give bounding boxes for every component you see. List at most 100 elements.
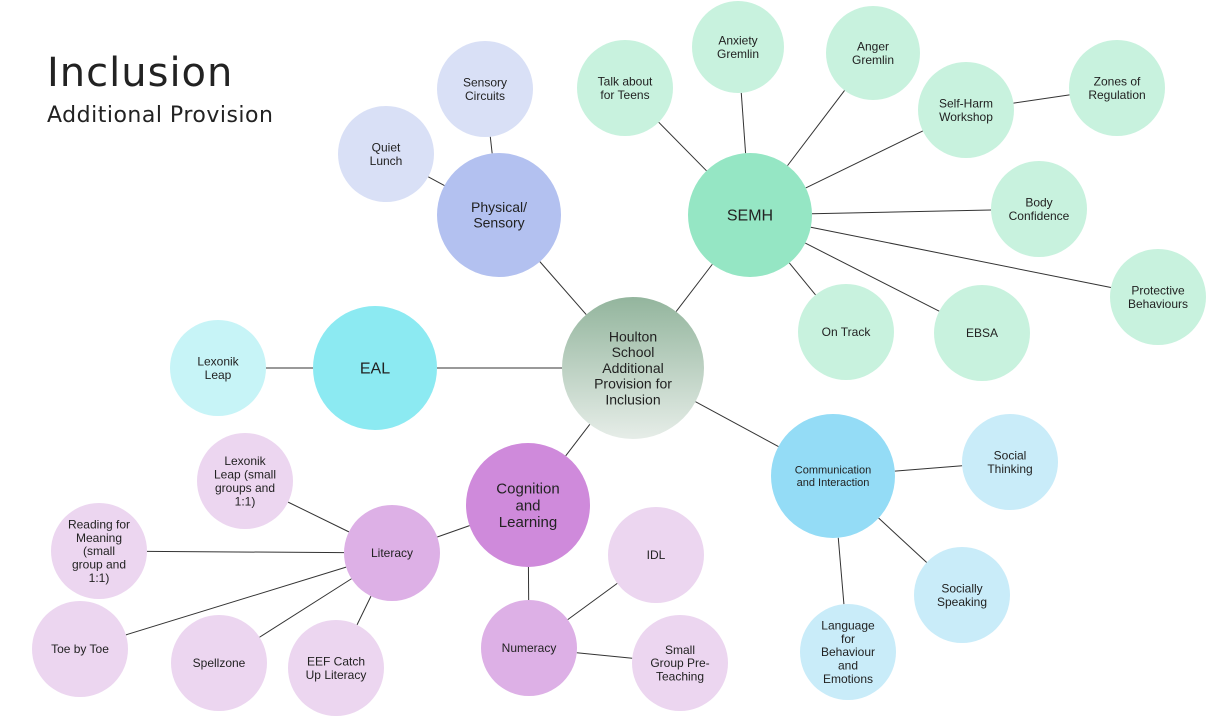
connector-numeracy-idl xyxy=(567,582,618,621)
node-body-confidence-circle xyxy=(991,161,1087,257)
connector-semh-anxiety-gremlin xyxy=(740,92,747,154)
node-social-thinking-label: Thinking xyxy=(987,462,1032,476)
node-communication-label: Communication xyxy=(795,465,871,477)
node-literacy-circle xyxy=(344,505,440,601)
node-body-confidence-label: Body xyxy=(1025,195,1052,209)
node-socially-speaking-label: Speaking xyxy=(937,595,987,609)
node-semh-label: SEMH xyxy=(727,208,773,225)
node-on-track-label: On Track xyxy=(822,325,872,339)
node-quiet-lunch-circle xyxy=(338,106,434,202)
node-literacy: Literacy xyxy=(344,505,440,601)
connector-center-communication xyxy=(695,401,779,447)
node-physical-label: Sensory xyxy=(473,215,524,231)
node-cognition-circle xyxy=(466,443,590,567)
node-zones-circle xyxy=(1069,40,1165,136)
connector-semh-on-track xyxy=(788,262,816,296)
node-physical: Physical/Sensory xyxy=(437,153,561,277)
node-eef-catch-up-label: EEF Catch xyxy=(307,654,365,668)
node-body-confidence-label: Confidence xyxy=(1009,209,1070,223)
node-reading-meaning-label: Meaning xyxy=(76,531,122,545)
node-small-group-pre-label: Small xyxy=(665,643,695,657)
node-language-behaviour-label: and xyxy=(838,659,858,673)
node-self-harm-label: Self-Harm xyxy=(939,96,993,110)
node-center-label: Additional xyxy=(602,360,664,376)
node-on-track: On Track xyxy=(798,284,894,380)
node-socially-speaking-label: Socially xyxy=(941,581,982,595)
node-sensory-circuits-label: Circuits xyxy=(465,89,505,103)
node-idl-label: IDL xyxy=(647,548,666,562)
node-lexonik-small-label: Leap (small xyxy=(214,467,276,481)
connector-semh-anger-gremlin xyxy=(787,90,845,166)
connector-literacy-reading-meaning xyxy=(146,550,345,554)
connector-cognition-literacy xyxy=(437,525,470,538)
node-on-track-circle xyxy=(798,284,894,380)
node-toe-by-toe: Toe by Toe xyxy=(32,601,128,697)
node-lexonik-small-label: 1:1) xyxy=(235,494,256,508)
node-quiet-lunch-label: Lunch xyxy=(370,154,403,168)
node-toe-by-toe-circle xyxy=(32,601,128,697)
node-eef-catch-up-circle xyxy=(288,620,384,716)
node-numeracy-label: Numeracy xyxy=(502,641,557,655)
node-idl-circle xyxy=(608,507,704,603)
node-center-label: Houlton xyxy=(609,329,657,345)
node-lexonik-leap-eal-circle xyxy=(170,320,266,416)
connector-center-cognition xyxy=(565,424,591,457)
connector-numeracy-small-group-pre xyxy=(576,652,633,659)
node-center-circle xyxy=(562,297,704,439)
node-semh-circle xyxy=(688,153,812,277)
node-physical-circle xyxy=(437,153,561,277)
node-eal-circle xyxy=(313,306,437,430)
connector-literacy-toe-by-toe xyxy=(125,566,347,636)
node-spellzone: Spellzone xyxy=(171,615,267,711)
node-idl: IDL xyxy=(608,507,704,603)
node-social-thinking-circle xyxy=(962,414,1058,510)
node-eal-label: EAL xyxy=(360,361,390,378)
node-zones-label: Regulation xyxy=(1088,88,1145,102)
node-spellzone-label: Spellzone xyxy=(193,656,246,670)
node-cognition-label: Cognition xyxy=(496,480,559,497)
node-quiet-lunch-label: Quiet xyxy=(372,140,401,154)
node-eef-catch-up-label: Up Literacy xyxy=(306,668,367,682)
connector-literacy-spellzone xyxy=(259,578,352,638)
connector-literacy-lexonik-small xyxy=(287,501,350,533)
node-ebsa-circle xyxy=(934,285,1030,381)
node-anxiety-gremlin-label: Anxiety xyxy=(718,33,757,47)
node-literacy-label: Literacy xyxy=(371,546,413,560)
page-title: Inclusion xyxy=(47,50,234,96)
node-ebsa-label: EBSA xyxy=(966,326,998,340)
node-toe-by-toe-label: Toe by Toe xyxy=(51,642,109,656)
node-lexonik-small-label: groups and xyxy=(215,481,275,495)
node-talk-about-teens-circle xyxy=(577,40,673,136)
node-social-thinking-label: Social xyxy=(994,448,1027,462)
node-center-label: Provision for xyxy=(594,376,672,392)
node-protective-label: Behaviours xyxy=(1128,297,1188,311)
connector-semh-self-harm xyxy=(805,130,924,189)
node-anxiety-gremlin-label: Gremlin xyxy=(717,47,759,61)
node-sensory-circuits-label: Sensory xyxy=(463,75,507,89)
node-language-behaviour-label: for xyxy=(841,632,855,646)
node-center-label: Inclusion xyxy=(605,391,660,407)
connector-physical-quiet-lunch xyxy=(428,176,445,186)
node-numeracy-circle xyxy=(481,600,577,696)
connector-communication-socially-speaking xyxy=(878,517,928,563)
node-physical-label: Physical/ xyxy=(471,199,527,215)
connector-self-harm-zones xyxy=(1013,94,1070,104)
node-small-group-pre-circle xyxy=(632,615,728,711)
node-communication-circle xyxy=(771,414,895,538)
connector-physical-sensory-circuits xyxy=(489,136,493,154)
node-cognition-label: and xyxy=(515,497,540,514)
node-reading-meaning-circle xyxy=(51,503,147,599)
connector-semh-ebsa xyxy=(805,242,940,312)
